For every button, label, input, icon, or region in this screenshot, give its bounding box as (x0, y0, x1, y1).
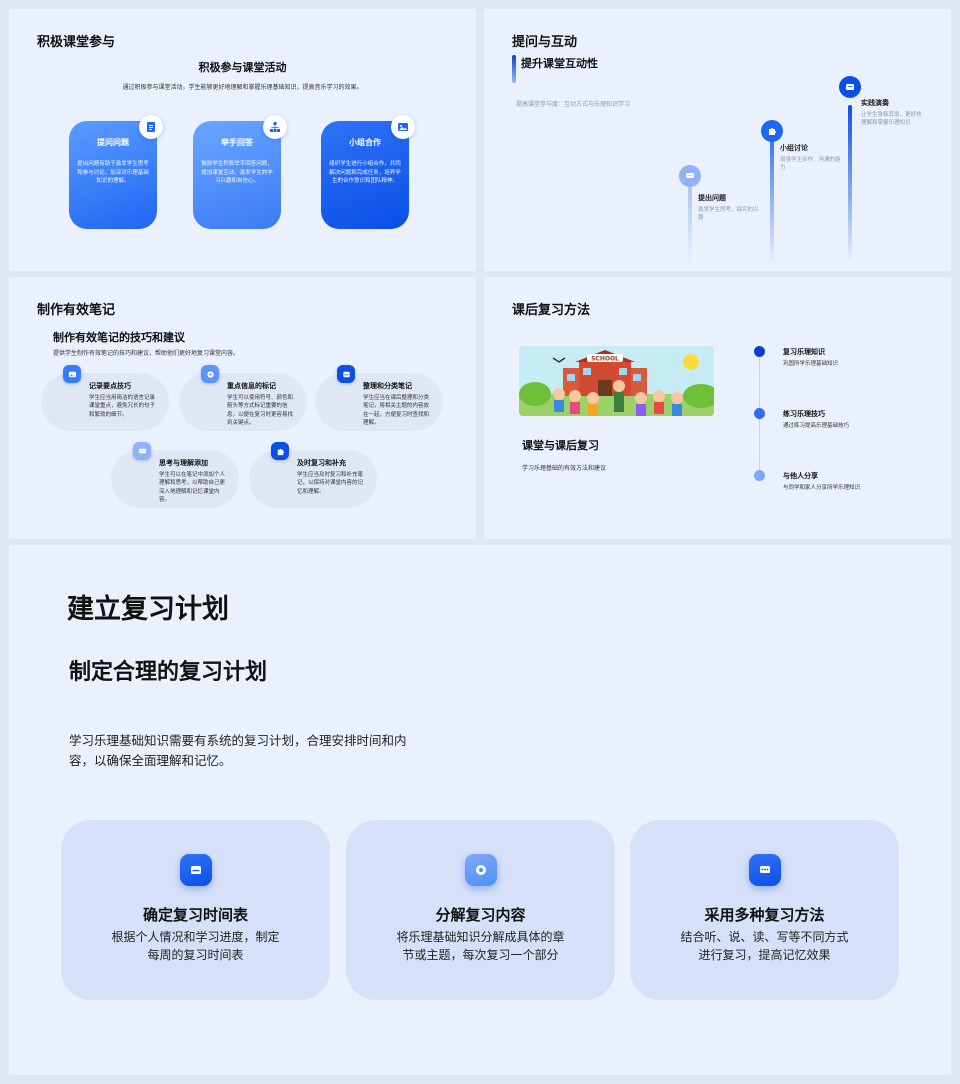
note-tip-desc: 学生应当在课后整理和分类笔记，将相关主题的内容放在一起，方便复习时查找和理解。 (363, 395, 430, 426)
slide-description: 学习乐理基础的有效方法和建议 (522, 465, 607, 472)
image-icon (391, 115, 415, 139)
chat-icon (679, 165, 701, 187)
pin-stem (770, 140, 774, 264)
timeline-dot (754, 470, 765, 481)
pin-desc: 增强学生合作、沟通的能力 (780, 157, 841, 172)
slide-title: 建立复习计划 (67, 594, 229, 625)
card-title: 提问问题 (97, 138, 129, 147)
pin-item-ask: 提出问题 激发学生思考、探究的兴趣 (698, 193, 760, 223)
pin-desc: 让学生身临其境，更好地理解和掌握乐理知识 (861, 112, 922, 127)
slide-description: 通过积极参与课堂活动，学生能够更好地理解和掌握乐理基础知识，提高音乐学习的效果。 (122, 84, 363, 91)
timeline-desc: 通过练习提高乐理基础技巧 (783, 423, 850, 429)
slide-review-plan: 建立复习计划 制定合理的复习计划 学习乐理基础知识需要有系统的复习计划，合理安排… (9, 545, 951, 1075)
timeline-dot (754, 346, 765, 357)
pin-stem (688, 184, 692, 264)
note-tip-think: 思考与理解添加 学生可以在笔记中添加个人理解和思考，以帮助自己更深入地理解和记忆… (111, 442, 239, 508)
chat-icon (133, 442, 151, 460)
slide-after-class-review: 课后复习方法 SCHOOL (484, 277, 951, 539)
slide-questions-interaction: 提问与互动 提升课堂互动性 提高课堂参与度：互动方式与乐理知识学习 提出问题 激… (484, 9, 951, 271)
card-title: 举手回答 (221, 138, 253, 147)
slide-title: 提问与互动 (512, 35, 578, 50)
slide-subtitle: 制作有效笔记的技巧和建议 (53, 331, 185, 344)
card-title: 分解复习内容 (435, 906, 526, 924)
image-icon (63, 365, 81, 383)
slide-subtitle: 课堂与课后复习 (522, 439, 599, 452)
school-illustration: SCHOOL (519, 346, 714, 416)
slide-effective-notes: 制作有效笔记 制作有效笔记的技巧和建议 提供学生制作有效笔记的技巧和建议，帮助他… (9, 277, 476, 539)
org-chart-icon (263, 115, 287, 139)
pin-item-practice: 实践演奏 让学生身临其境，更好地理解和掌握乐理知识 (861, 98, 923, 128)
timeline-title: 复习乐理知识 (783, 348, 825, 356)
timeline-item-share: 与他人分享 与同学和家人分享所学乐理知识 (783, 471, 860, 491)
slide-classroom-participation: 积极课堂参与 积极参与课堂活动 通过积极参与课堂活动，学生能够更好地理解和掌握乐… (9, 9, 476, 271)
slide-title: 积极课堂参与 (37, 35, 116, 50)
note-tip-review: 及时复习和补充 学生应当及时复习和补充笔记，以保持对课堂内容的记忆和理解。 (249, 442, 377, 508)
card-multiple-methods: 采用多种复习方法 结合听、说、读、写等不同方式进行复习，提高记忆效果 (630, 820, 899, 1000)
pin-stem (848, 105, 852, 264)
slide-description: 提高课堂参与度：互动方式与乐理知识学习 (516, 101, 631, 108)
card-desc: 结合听、说、读、写等不同方式进行复习，提高记忆效果 (680, 930, 849, 962)
card-desc: 组织学生进行小组合作，共同解决问题和完成任务，培养学生的合作意识和团队精神。 (329, 161, 401, 185)
note-tip-title: 重点信息的标记 (227, 382, 276, 390)
card-break-down: 分解复习内容 将乐理基础知识分解成具体的章节或主题，每次复习一个部分 (346, 820, 615, 1000)
card-ask-question: 提问问题 提出问题有助于激发学生思考和参与讨论，加深对乐理基础知识的理解。 (69, 115, 163, 229)
puzzle-icon (271, 442, 289, 460)
inbox-icon (179, 854, 212, 886)
inbox-icon (337, 365, 355, 383)
note-tip-record: 记录要点技巧 学生应当用简洁的语言记录课堂重点，避免冗长的句子和繁琐的细节。 (41, 365, 169, 431)
note-tip-title: 记录要点技巧 (89, 382, 131, 390)
card-group-work: 小组合作 组织学生进行小组合作，共同解决问题和完成任务，培养学生的合作意识和团队… (321, 115, 415, 229)
slide-description: 提供学生制作有效笔记的技巧和建议，帮助他们更好地复习课堂内容。 (53, 350, 240, 357)
timeline-dot (754, 408, 765, 419)
pin-title: 提出问题 (698, 194, 726, 202)
timeline-item-practice: 练习乐理技巧 通过练习提高乐理基础技巧 (783, 409, 849, 429)
note-tip-desc: 学生应当用简洁的语言记录课堂重点，避免冗长的句子和繁琐的细节。 (89, 395, 156, 418)
document-icon (139, 115, 163, 139)
puzzle-icon (761, 120, 783, 142)
pin-title: 实践演奏 (861, 99, 889, 107)
note-tip-organize: 整理和分类笔记 学生应当在课后整理和分类笔记，将相关主题的内容放在一起，方便复习… (315, 365, 443, 431)
school-sign-text: SCHOOL (591, 356, 619, 363)
card-desc: 鼓励学生积极举手回答问题，增加课堂互动，激发学生的学习兴趣和自信心。 (201, 161, 273, 185)
pin-title: 小组讨论 (780, 144, 808, 152)
slide-title: 课后复习方法 (512, 303, 591, 318)
note-tip-title: 思考与理解添加 (159, 459, 208, 467)
pin-desc: 激发学生思考、探究的兴趣 (698, 207, 759, 222)
card-title: 小组合作 (349, 138, 381, 147)
timeline-item-review: 复习乐理知识 巩固所学乐理基础知识 (783, 347, 838, 367)
accent-bar (512, 55, 516, 83)
card-desc: 根据个人情况和学习进度，制定每周的复习时间表 (111, 930, 280, 962)
card-title: 采用多种复习方法 (704, 906, 825, 924)
note-tip-desc: 学生应当及时复习和补充笔记，以保持对课堂内容的记忆和理解。 (297, 472, 364, 495)
note-tip-mark: 重点信息的标记 学生可以使用符号、颜色和箭头等方式标记重要的信息，以便在复习时更… (179, 365, 307, 431)
location-icon (201, 365, 219, 383)
message-icon (748, 854, 781, 886)
card-desc: 将乐理基础知识分解成具体的章节或主题，每次复习一个部分 (396, 930, 565, 962)
note-tip-title: 及时复习和补充 (297, 459, 346, 467)
slide-title: 制作有效笔记 (37, 303, 116, 318)
note-tip-desc: 学生可以使用符号、颜色和箭头等方式标记重要的信息，以便在复习时更容易找到关键点。 (227, 395, 294, 426)
note-tip-desc: 学生可以在笔记中添加个人理解和思考，以帮助自己更深入地理解和记忆课堂内容。 (159, 472, 226, 503)
card-title: 确定复习时间表 (142, 906, 248, 924)
slide-subtitle: 提升课堂互动性 (521, 57, 598, 70)
location-icon (464, 854, 497, 886)
slide-description: 学习乐理基础知识需要有系统的复习计划，合理安排时间和内容，以确保全面理解和记忆。 (69, 733, 407, 768)
message-icon (839, 76, 861, 98)
timeline-title: 与他人分享 (783, 472, 818, 480)
note-tip-title: 整理和分类笔记 (363, 382, 412, 390)
slide-subtitle: 制定合理的复习计划 (69, 660, 268, 685)
pin-item-discussion: 小组讨论 增强学生合作、沟通的能力 (780, 143, 842, 173)
card-raise-hand: 举手回答 鼓励学生积极举手回答问题，增加课堂互动，激发学生的学习兴趣和自信心。 (193, 115, 287, 229)
timeline-title: 练习乐理技巧 (783, 410, 825, 418)
card-desc: 提出问题有助于激发学生思考和参与讨论，加深对乐理基础知识的理解。 (77, 161, 149, 185)
timeline-desc: 巩固所学乐理基础知识 (783, 361, 839, 367)
slide-subtitle: 积极参与课堂活动 (198, 61, 287, 74)
card-schedule: 确定复习时间表 根据个人情况和学习进度，制定每周的复习时间表 (61, 820, 330, 1000)
timeline-desc: 与同学和家人分享所学乐理知识 (783, 485, 861, 491)
